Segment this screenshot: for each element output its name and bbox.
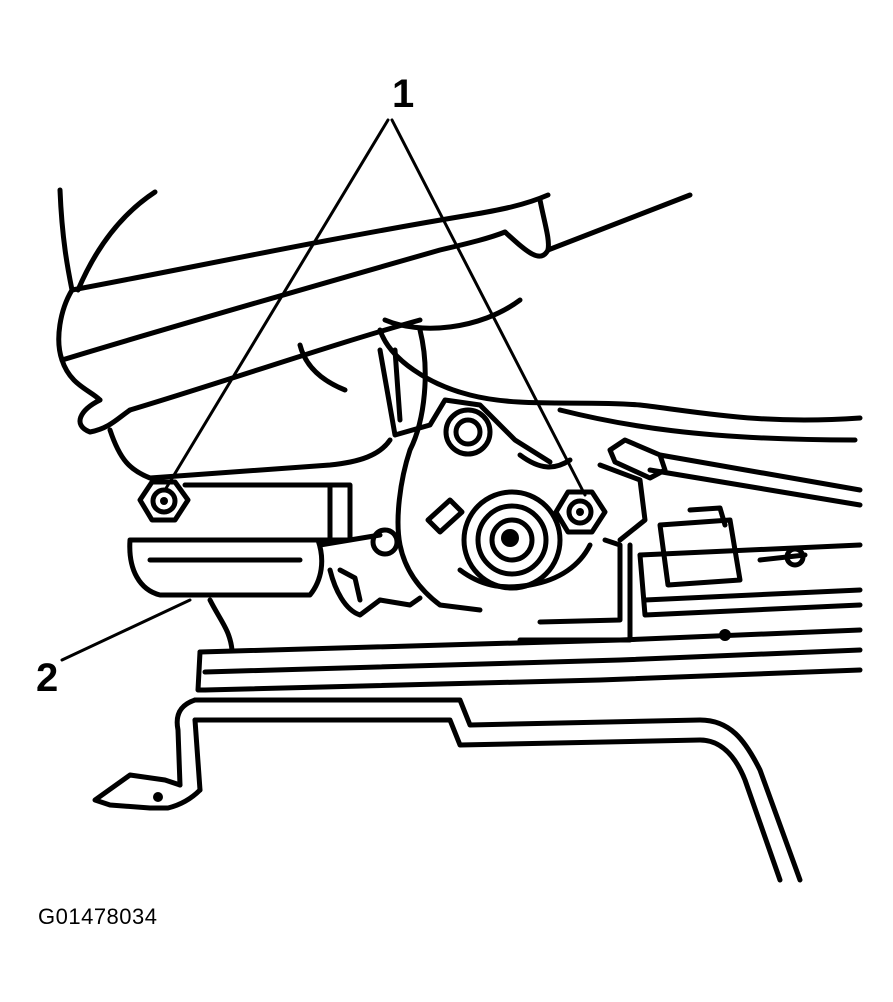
lower-frame [92,697,803,883]
callout-1-label: 1 [392,72,415,116]
adjuster-handle [127,482,423,618]
leader-lines [60,118,587,662]
bolt-left [137,479,191,523]
leader-line-1-left [163,118,390,492]
seat-track [195,437,863,693]
figure-id: G01478034 [38,904,158,929]
bolt-right [553,489,608,535]
leader-line-2 [60,598,192,662]
leader-line-1-right [390,118,587,497]
callout-2-label: 2 [36,656,59,700]
